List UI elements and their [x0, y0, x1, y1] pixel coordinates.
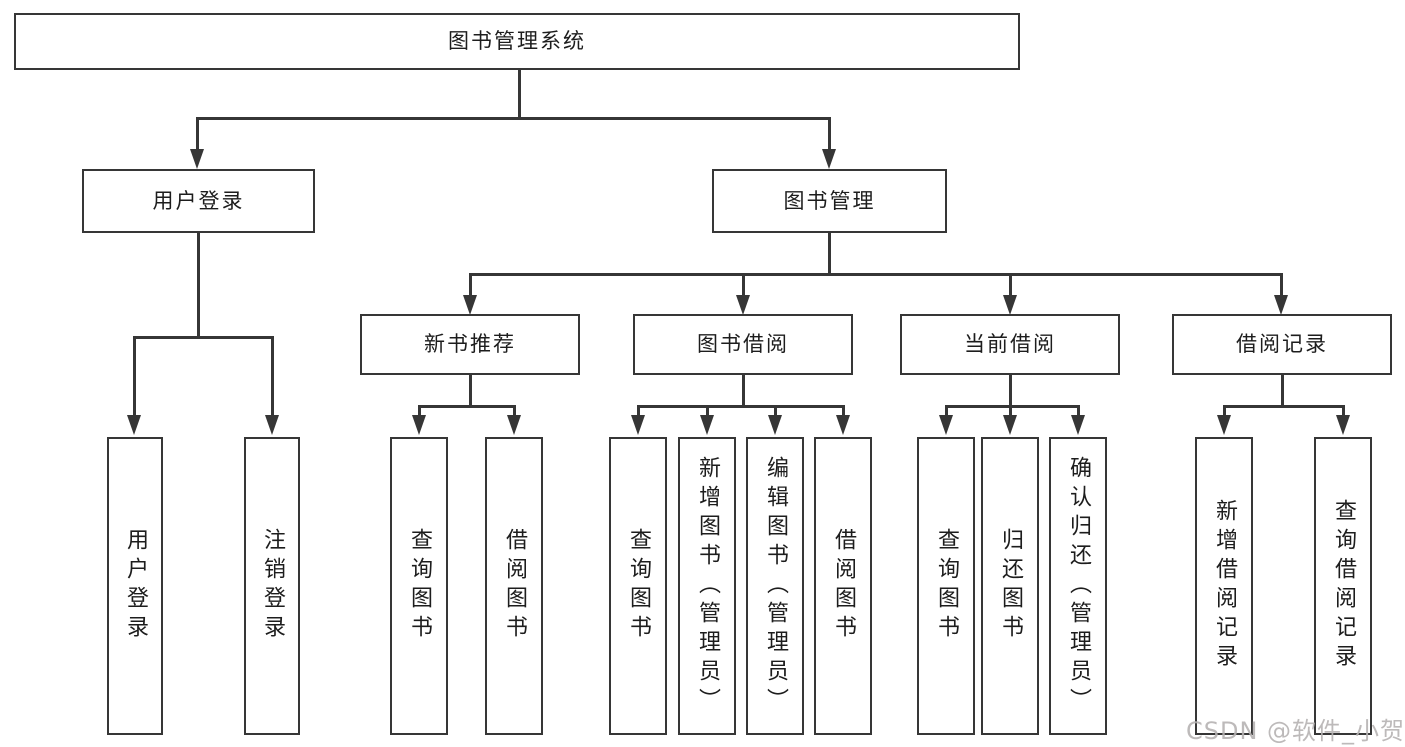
connector-line: [197, 117, 831, 120]
connector-line: [470, 273, 1282, 276]
arrow-down-icon: [736, 295, 750, 315]
leaf-add-borrow-record: 新增借阅记录: [1195, 437, 1253, 735]
node-label: 新增图书（管理员）: [695, 455, 720, 717]
leaf-logout: 注销登录: [244, 437, 300, 735]
node-label: 借阅图书: [831, 528, 856, 644]
connector-line: [133, 336, 136, 415]
connector-line: [1280, 273, 1283, 297]
connector-line: [828, 117, 831, 150]
connector-line: [637, 405, 640, 417]
node-label: 新书推荐: [424, 332, 516, 356]
connector-line: [134, 336, 274, 339]
node-label: 图书管理: [783, 188, 876, 213]
leaf-return-books: 归还图书: [981, 437, 1039, 735]
node-root-library-system: 图书管理系统: [14, 13, 1020, 70]
node-new-book-recommend: 新书推荐: [360, 314, 580, 375]
node-label: 新增借阅记录: [1212, 499, 1237, 673]
connector-line: [638, 405, 844, 408]
node-book-borrowing: 图书借阅: [633, 314, 853, 375]
connector-line: [518, 70, 521, 118]
node-label: 查询图书: [407, 528, 432, 644]
arrow-down-icon: [127, 415, 141, 435]
connector-line: [197, 233, 200, 338]
connector-line: [271, 336, 274, 415]
arrow-down-icon: [768, 415, 782, 435]
connector-line: [742, 273, 745, 297]
connector-line: [828, 233, 831, 275]
node-label: 用户登录: [152, 188, 245, 213]
connector-line: [945, 405, 948, 417]
leaf-confirm-return-admin: 确认归还（管理员）: [1049, 437, 1107, 735]
connector-line: [842, 405, 845, 417]
leaf-user-login: 用户登录: [107, 437, 163, 735]
node-label: 图书管理系统: [448, 29, 586, 53]
connector-line: [1009, 375, 1012, 407]
arrow-down-icon: [265, 415, 279, 435]
arrow-down-icon: [463, 295, 477, 315]
node-book-management: 图书管理: [712, 169, 947, 233]
arrow-down-icon: [1274, 295, 1288, 315]
node-label: 图书借阅: [697, 332, 789, 356]
connector-line: [196, 117, 199, 150]
arrow-down-icon: [700, 415, 714, 435]
connector-line: [1077, 405, 1080, 417]
node-borrowing-records: 借阅记录: [1172, 314, 1392, 375]
node-user-login: 用户登录: [82, 169, 315, 233]
connector-line: [419, 405, 515, 408]
connector-line: [1223, 405, 1226, 417]
connector-line: [513, 405, 516, 417]
node-label: 归还图书: [998, 528, 1023, 644]
node-label: 编辑图书（管理员）: [763, 455, 788, 717]
connector-line: [774, 405, 777, 417]
node-label: 用户登录: [123, 528, 148, 644]
connector-line: [469, 375, 472, 407]
leaf-query-books-recommend: 查询图书: [390, 437, 448, 735]
connector-line: [706, 405, 709, 417]
watermark-text: CSDN @软件_小贺同: [1186, 717, 1405, 745]
connector-line: [946, 405, 1079, 408]
arrow-down-icon: [939, 415, 953, 435]
leaf-query-books-borrowing: 查询图书: [609, 437, 667, 735]
arrow-down-icon: [631, 415, 645, 435]
node-label: 借阅记录: [1236, 332, 1328, 356]
leaf-query-borrow-record: 查询借阅记录: [1314, 437, 1372, 735]
connector-line: [1009, 273, 1012, 297]
leaf-borrow-books-recommend: 借阅图书: [485, 437, 543, 735]
connector-line: [1342, 405, 1345, 417]
arrow-down-icon: [1003, 415, 1017, 435]
arrow-down-icon: [412, 415, 426, 435]
arrow-down-icon: [1003, 295, 1017, 315]
arrow-down-icon: [1217, 415, 1231, 435]
leaf-borrow-books-borrowing: 借阅图书: [814, 437, 872, 735]
leaf-add-books-admin: 新增图书（管理员）: [678, 437, 736, 735]
node-label: 查询图书: [626, 528, 651, 644]
arrow-down-icon: [1071, 415, 1085, 435]
node-label: 确认归还（管理员）: [1066, 455, 1091, 717]
connector-line: [1224, 405, 1344, 408]
connector-line: [1281, 375, 1284, 407]
arrow-down-icon: [507, 415, 521, 435]
node-label: 借阅图书: [502, 528, 527, 644]
arrow-down-icon: [822, 149, 836, 169]
node-label: 查询图书: [934, 528, 959, 644]
leaf-edit-books-admin: 编辑图书（管理员）: [746, 437, 804, 735]
node-label: 注销登录: [260, 528, 285, 644]
arrow-down-icon: [190, 149, 204, 169]
connector-line: [1009, 405, 1012, 417]
connector-line: [742, 375, 745, 407]
connector-line: [418, 405, 421, 417]
node-label: 当前借阅: [964, 332, 1056, 356]
arrow-down-icon: [836, 415, 850, 435]
csdn-watermark: CSDN @软件_小贺同学: [1186, 711, 1405, 746]
connector-line: [469, 273, 472, 297]
arrow-down-icon: [1336, 415, 1350, 435]
node-label: 查询借阅记录: [1331, 499, 1356, 673]
leaf-query-books-current: 查询图书: [917, 437, 975, 735]
node-current-borrowing: 当前借阅: [900, 314, 1120, 375]
